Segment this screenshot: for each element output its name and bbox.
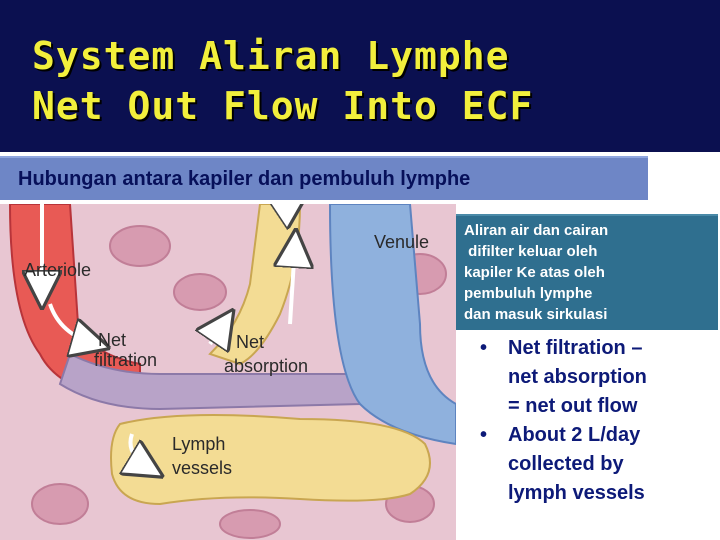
venule-label: Venule xyxy=(374,232,429,252)
bullet-item: • About 2 L/day collected by lymph vesse… xyxy=(462,421,718,508)
capillary-lymph-diagram: Arteriole Venule Net filtration Net abso… xyxy=(0,204,456,540)
venule-vessel xyxy=(328,204,456,446)
bullet-line: net absorption xyxy=(508,366,647,388)
callout-line-3: kapiler Ke atas oleh xyxy=(464,264,605,281)
bullet-line: = net out flow xyxy=(508,395,638,417)
flow-arrows xyxy=(42,204,296,469)
bullet-line: Net filtration – xyxy=(508,337,643,359)
callout-line-2: difilter keluar oleh xyxy=(464,243,598,260)
lymph-vessels-label-2: vessels xyxy=(172,458,232,478)
bullet-line: lymph vessels xyxy=(508,482,645,504)
capillary-bed xyxy=(58,352,361,411)
lymph-vessels-label-1: Lymph xyxy=(172,434,225,454)
bullet-line: About 2 L/day xyxy=(508,424,641,446)
lymph-vessel-lower xyxy=(110,414,431,506)
bullet-line: collected by xyxy=(508,453,624,475)
net-absorption-label-1: Net xyxy=(236,332,264,352)
callout-box: Aliran air dan cairan difilter keluar ol… xyxy=(456,214,718,330)
slide-title-line-2: Net Out Flow Into ECF xyxy=(32,84,534,128)
title-header: System Aliran Lymphe Net Out Flow Into E… xyxy=(0,0,720,152)
slide-subtitle: Hubungan antara kapiler dan pembuluh lym… xyxy=(18,168,471,190)
callout-line-5: dan masuk sirkulasi xyxy=(464,306,608,323)
slide-title-line-1: System Aliran Lymphe xyxy=(32,34,510,78)
bullet-marker: • xyxy=(480,424,488,446)
net-filtration-label-2: filtration xyxy=(94,350,157,370)
bullet-marker: • xyxy=(480,337,488,359)
callout-line-1: Aliran air dan cairan xyxy=(464,222,609,239)
bullet-item: • Net filtration – net absorption = net … xyxy=(462,334,718,421)
bullet-list: • Net filtration – net absorption = net … xyxy=(462,334,718,508)
subtitle-bar: Hubungan antara kapiler dan pembuluh lym… xyxy=(0,156,648,200)
callout-line-4: pembuluh lymphe xyxy=(464,285,593,302)
net-filtration-label-1: Net xyxy=(98,330,126,350)
net-absorption-label-2: absorption xyxy=(224,356,308,376)
arteriole-label: Arteriole xyxy=(24,260,91,280)
